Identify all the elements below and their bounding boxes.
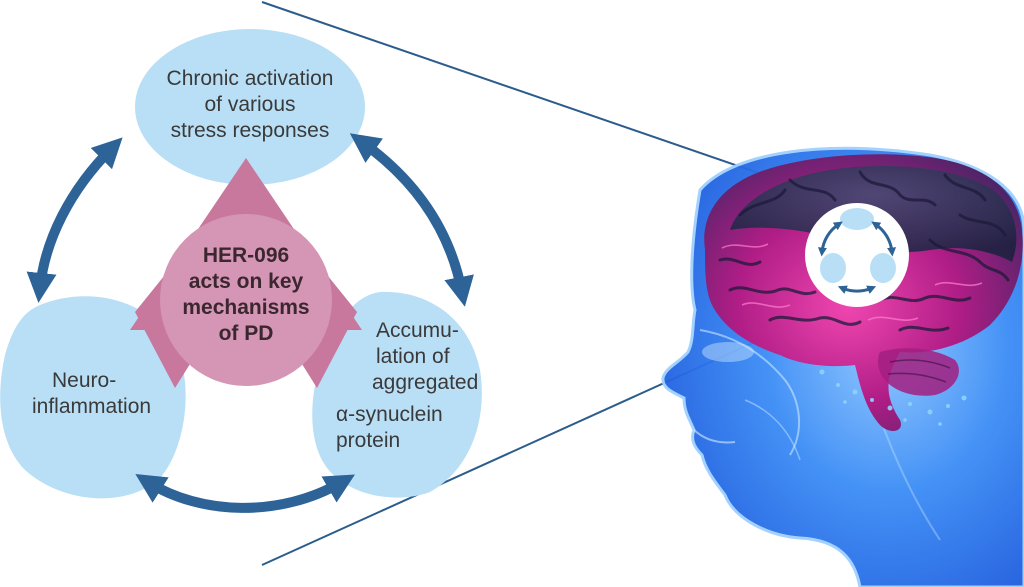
center-line-4: of PD xyxy=(218,322,274,345)
top-node-line-2: of various xyxy=(204,93,296,116)
right-node-line-1: Accumu- xyxy=(376,319,459,342)
top-node-line-3: stress responses xyxy=(170,119,330,142)
left-node-label: Neuro- inflammation xyxy=(32,368,172,420)
right-node-line-2: lation of xyxy=(376,345,450,368)
cycle-icon xyxy=(805,203,909,307)
right-node-line-5: protein xyxy=(336,429,401,452)
center-circle xyxy=(160,214,332,386)
arrow-right-top xyxy=(349,133,474,307)
right-node xyxy=(312,291,482,498)
top-node-line-1: Chronic activation xyxy=(166,67,334,90)
top-node-label: Chronic activation of various stress res… xyxy=(140,66,360,144)
center-line-1: HER-096 xyxy=(202,244,290,267)
right-node-label: Accumu- lation of aggregated α-synuclein… xyxy=(332,318,482,454)
center-line-3: mechanisms xyxy=(182,296,310,319)
center-line-2: acts on key xyxy=(188,270,304,293)
center-label: HER-096 acts on key mechanisms of PD xyxy=(165,243,327,347)
right-node-line-4: α-synuclein xyxy=(336,403,443,426)
top-node xyxy=(135,29,365,185)
arrow-left-top xyxy=(26,137,123,303)
left-node-line-1: Neuro- xyxy=(52,369,117,392)
left-node xyxy=(0,296,186,499)
left-node-line-2: inflammation xyxy=(32,395,152,418)
right-node-line-3: aggregated xyxy=(372,371,479,394)
arrow-bottom xyxy=(135,473,355,513)
